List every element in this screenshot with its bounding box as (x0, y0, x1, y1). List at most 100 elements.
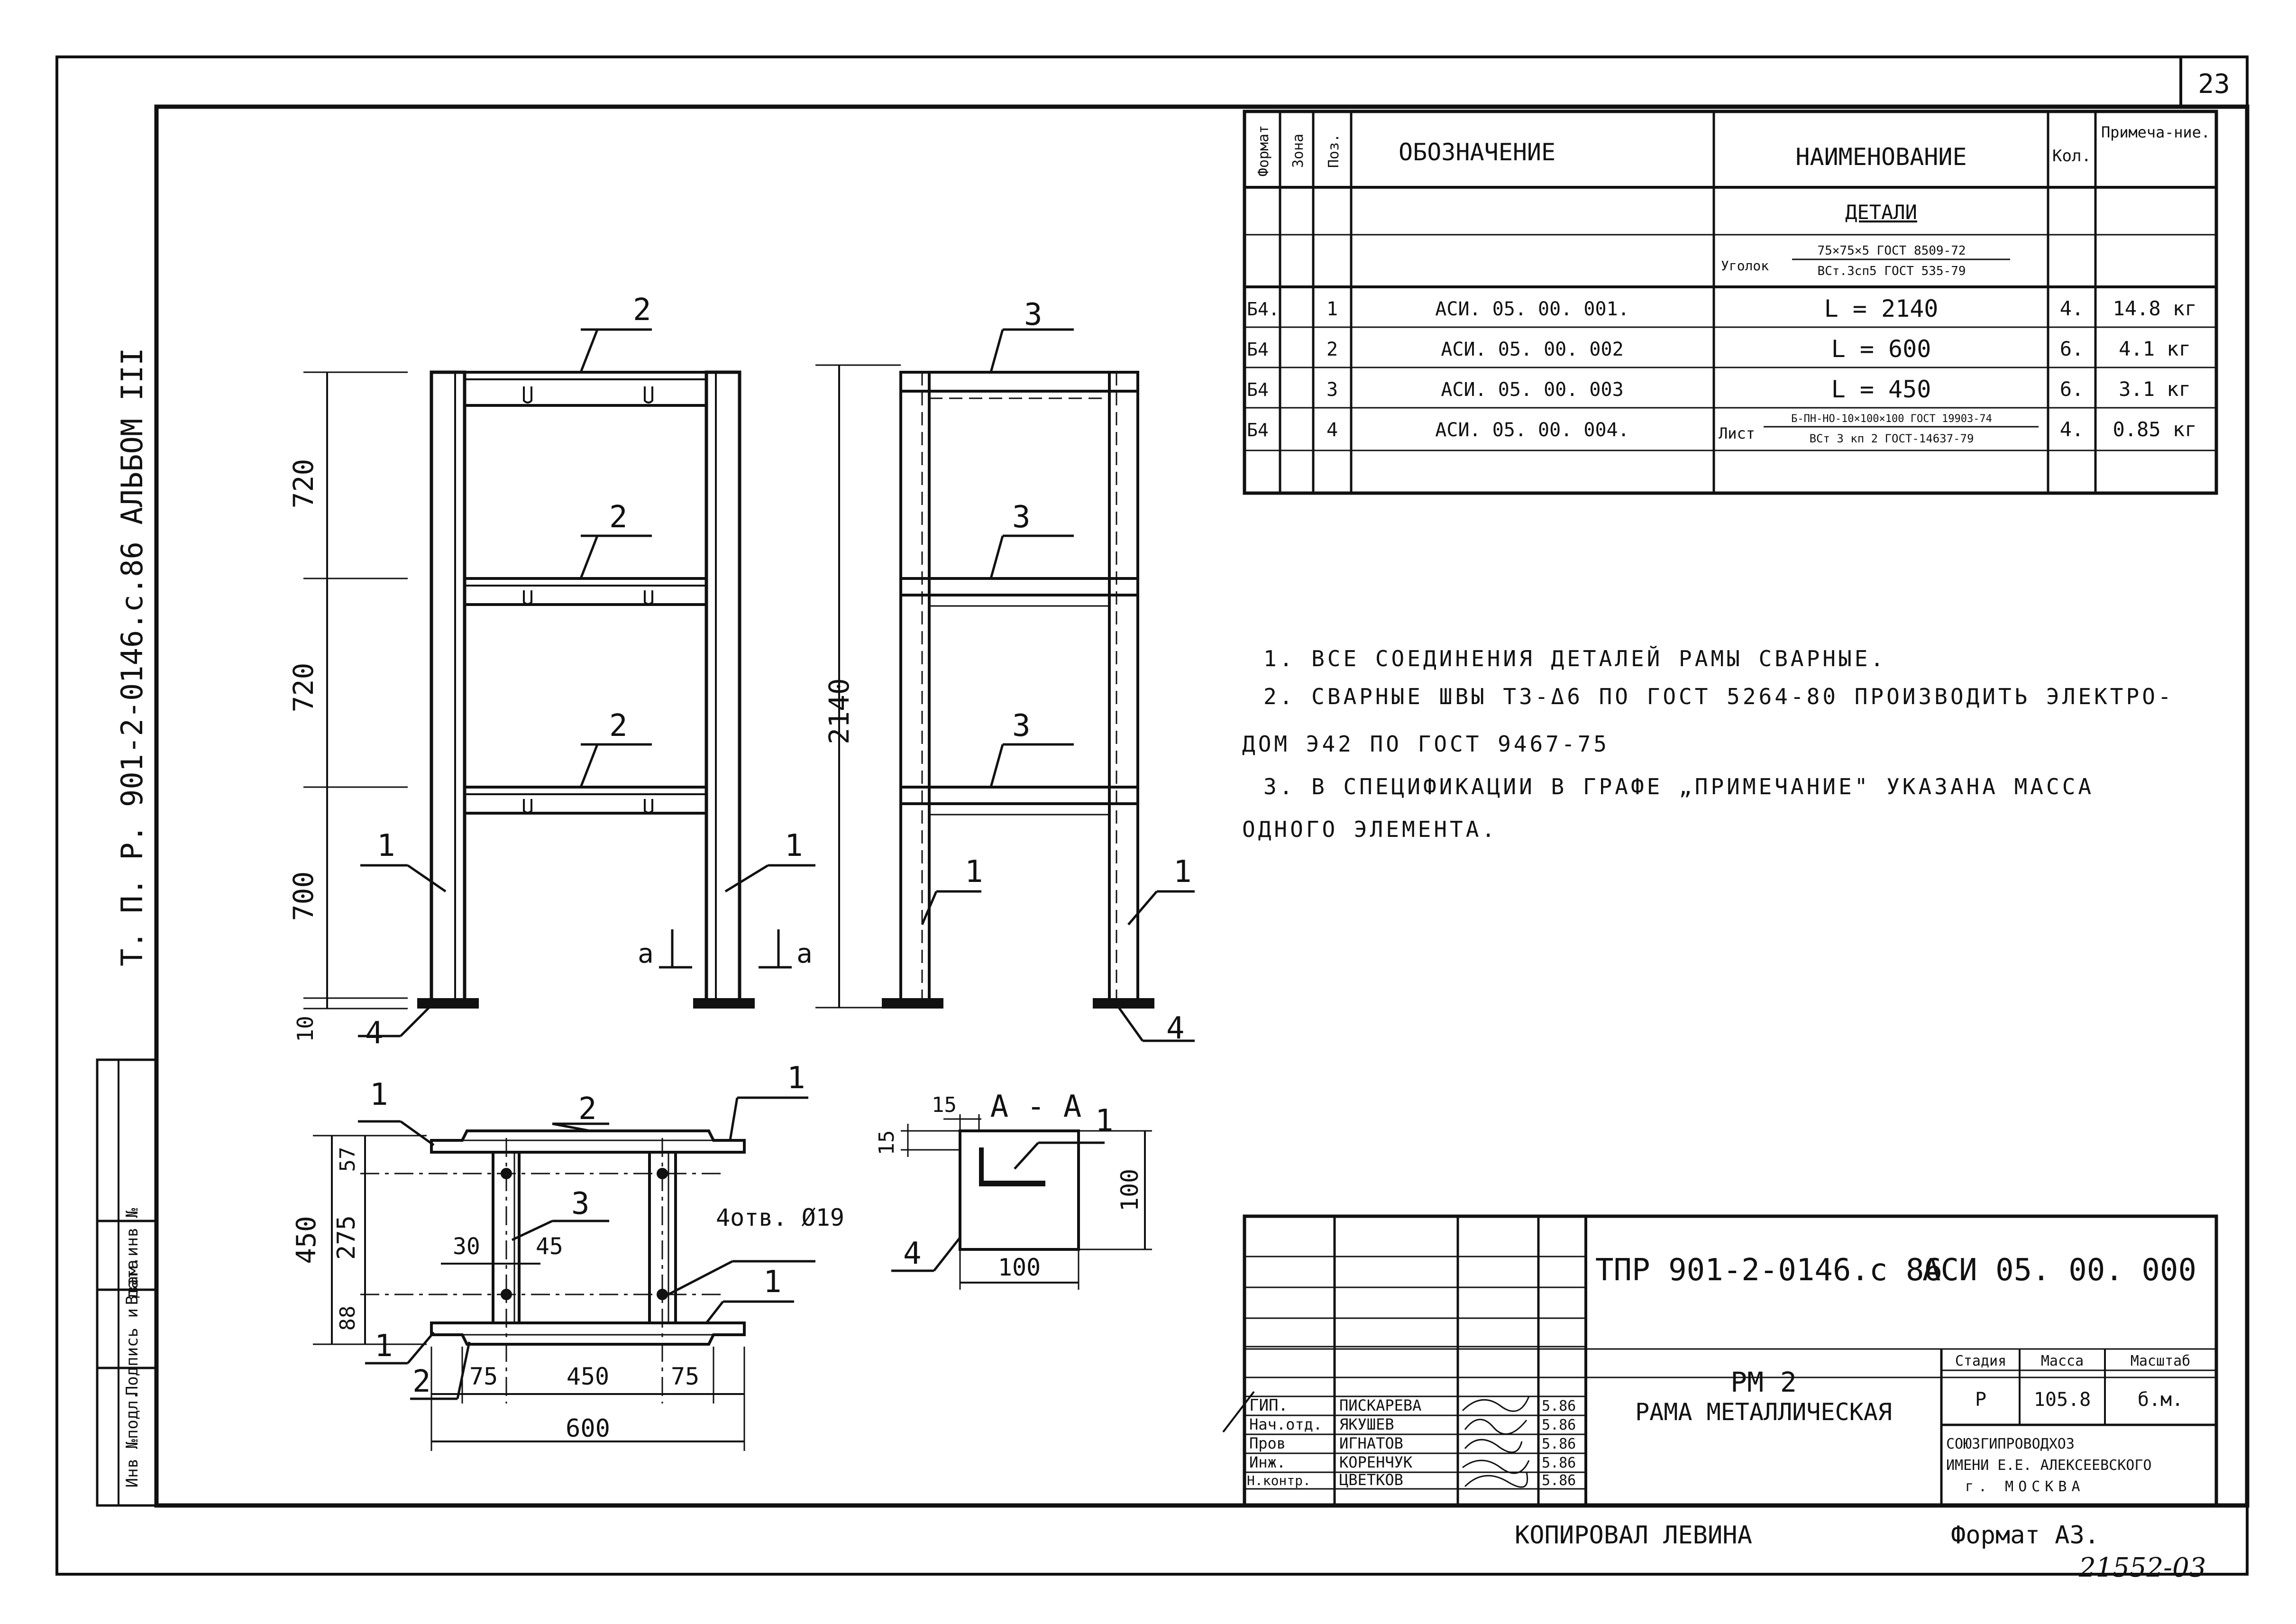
dim-275: 275 (332, 1215, 361, 1260)
section-mark: а (638, 938, 654, 969)
signature-row: Нач.отд. ЯКУШЕВ 5.86 (1249, 1415, 1576, 1435)
role: Нач.отд. (1249, 1415, 1322, 1433)
row-designation: АСИ. 05. 00. 003 (1441, 379, 1623, 401)
person-name: ЦВЕТКОВ (1339, 1471, 1403, 1489)
pos-label: 1 (785, 828, 803, 863)
role: Инж. (1249, 1453, 1286, 1471)
row-note: 14.8 кг (2113, 297, 2196, 320)
hdr-designation: ОБОЗНАЧЕНИЕ (1399, 138, 1555, 166)
title-block: ТПР 901-2-0146.с 86 АСИ 05. 00. 000 РМ 2… (1222, 1214, 2218, 1507)
role: ГИП. (1249, 1396, 1288, 1415)
note-line: 2. СВАРНЫЕ ШВЫ Т3-Δ6 ПО ГОСТ 5264-80 ПРО… (1263, 684, 2174, 709)
row-designation: АСИ. 05. 00. 001. (1435, 298, 1629, 320)
pos-label: 3 (1024, 297, 1043, 332)
pos-label: 3 (571, 1186, 590, 1221)
project-code-side: Т. П. Р. 901-2-0146.с.86 (115, 541, 149, 966)
material-top: 75×75×5 ГОСТ 8509-72 (1817, 244, 1966, 258)
dim-700: 700 (287, 872, 320, 921)
signature-row: Н.контр. ЦВЕТКОВ 5.86 (1247, 1471, 1576, 1489)
row-name: L = 2140 (1824, 295, 1939, 322)
dim-57: 57 (336, 1147, 360, 1172)
org-line: ИМЕНИ Е.Е. АЛЕКСЕЕВСКОГО (1946, 1457, 2151, 1474)
role: Н.контр. (1247, 1473, 1311, 1488)
row-name: L = 600 (1831, 335, 1931, 363)
date: 5.86 (1542, 1472, 1576, 1489)
pos-label: 2 (412, 1364, 431, 1399)
title-code: ТПР 901-2-0146.с 86 (1595, 1253, 1942, 1288)
holes-label: 4отв. Ø19 (716, 1204, 844, 1231)
signature-row: Инж. КОРЕНЧУК 5.86 (1249, 1453, 1576, 1474)
inventory-number: 21552-03 (2078, 1552, 2206, 1583)
hdr-pos: Поз. (1326, 134, 1342, 168)
row-format: Б4 (1247, 420, 1269, 440)
left-stamp: Инв №подл. Подпись и дата Взам.инв № (96, 1058, 158, 1507)
section-details: ДЕТАЛИ (1845, 201, 1917, 224)
row-note: 4.1 кг (2119, 337, 2191, 360)
hdr-qty: Кол. (2052, 147, 2091, 165)
pos-label: 1 (763, 1265, 782, 1300)
row-designation: АСИ. 05. 00. 002 (1441, 339, 1623, 360)
album-label: АЛЬБОМ III (115, 348, 149, 524)
row-name: L = 450 (1831, 376, 1931, 403)
dim-100v: 100 (1116, 1169, 1143, 1211)
title-designation: АСИ 05. 00. 000 (1922, 1253, 2196, 1288)
pos-label: 4 (365, 1016, 384, 1051)
section-a-a: А - А 15 15 100 100 1 4 (875, 1089, 1152, 1290)
scale-value: б.м. (2138, 1389, 2183, 1411)
front-view: 2 2 2 1 1 4 а а 720 720 700 10 (287, 293, 815, 1051)
table-row: Б4 4 АСИ. 05. 00. 004. Лист Б-ПН-НО-10×1… (1247, 413, 2197, 445)
material-prefix: Уголок (1721, 258, 1769, 274)
hdr-zone: Зона (1290, 134, 1307, 168)
person-name: КОРЕНЧУК (1339, 1453, 1413, 1471)
pos-label: 4 (903, 1236, 922, 1271)
dim-10: 10 (293, 1016, 318, 1042)
material-bottom: ВСт.3сп5 ГОСТ 535-79 (1817, 264, 1966, 278)
row-qty: 4. (2060, 418, 2084, 441)
date: 5.86 (1542, 1398, 1576, 1414)
specification-table: Формат Зона Поз. ОБОЗНАЧЕНИЕ НАИМЕНОВАНИ… (1243, 110, 2218, 495)
signature-row: ГИП. ПИСКАРЕВА 5.86 (1249, 1396, 1576, 1415)
sheet-number-box (2179, 55, 2249, 108)
pos-label: 2 (609, 500, 628, 535)
dim-75a: 75 (469, 1363, 498, 1390)
row-name-prefix: Лист (1719, 424, 1755, 442)
dim-88: 88 (336, 1306, 360, 1331)
row-note: 0.85 кг (2113, 418, 2196, 441)
pos-label: 1 (370, 1077, 388, 1112)
pos-label: 1 (377, 828, 395, 863)
hdr-name: НАИМЕНОВАНИЕ (1795, 143, 1967, 171)
drawing-frame (154, 104, 2250, 1508)
row-name-bottom: ВСт 3 кп 2 ГОСТ-14637-79 (1810, 432, 1974, 445)
copied-by: КОПИРОВАЛ ЛЕВИНА (1515, 1521, 1752, 1550)
dim-600: 600 (566, 1414, 610, 1443)
row-name-top: Б-ПН-НО-10×100×100 ГОСТ 19903-74 (1791, 413, 1992, 425)
row-format: Б4 (1247, 379, 1269, 400)
date: 5.86 (1542, 1417, 1576, 1433)
note-line: 1. ВСЕ СОЕДИНЕНИЯ ДЕТАЛЕЙ РАМЫ СВАРНЫЕ. (1263, 646, 1886, 671)
plan-view: 1 2 1 3 4отв. Ø19 1 1 2 450 57 275 88 30… (291, 1061, 844, 1451)
hdr-format: Формат (1255, 125, 1272, 176)
person-name: ЯКУШЕВ (1339, 1415, 1394, 1433)
note-line: 3. В СПЕЦИФИКАЦИИ В ГРАФЕ „ПРИМЕЧАНИЕ" У… (1263, 774, 2094, 799)
base-plate (882, 998, 943, 1009)
dim-720: 720 (287, 459, 320, 509)
pos-label: 3 (1012, 500, 1031, 535)
row-qty: 4. (2060, 297, 2084, 320)
mass-header: Масса (2041, 1353, 2084, 1369)
dim-100h: 100 (998, 1254, 1041, 1281)
pos-label: 4 (1166, 1011, 1185, 1046)
row-qty: 6. (2060, 337, 2084, 360)
hdr-note: Примеча-ние. (2101, 123, 2210, 141)
title-main: РМ 2 (1730, 1366, 1797, 1398)
row-designation: АСИ. 05. 00. 004. (1435, 419, 1629, 441)
mass-value: 105.8 (2034, 1389, 2091, 1411)
row-format: Б4. (1247, 299, 1280, 320)
note-line: ДОМ Э42 ПО ГОСТ 9467-75 (1242, 731, 1610, 757)
dim-720: 720 (287, 663, 320, 713)
side-view: 2140 3 3 3 1 1 4 (815, 297, 1195, 1046)
base-plate (693, 998, 755, 1009)
person-name: ИГНАТОВ (1339, 1434, 1403, 1452)
signature-row: Пров ИГНАТОВ 5.86 (1249, 1434, 1576, 1453)
stamp-replace-inv: Взам.инв № (123, 1208, 142, 1305)
